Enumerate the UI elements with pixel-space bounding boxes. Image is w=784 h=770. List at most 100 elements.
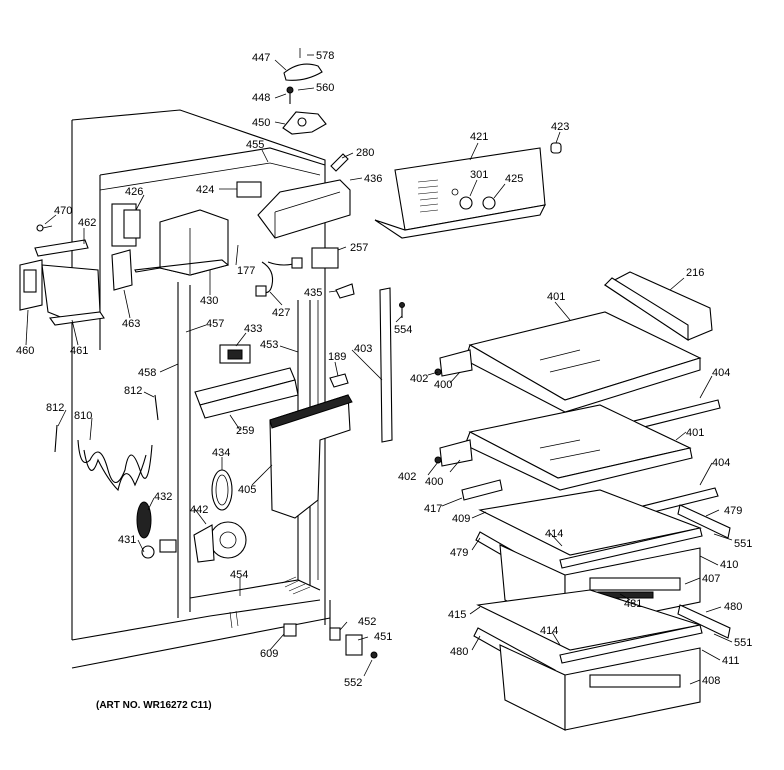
- part-609-hinge-cap: [283, 623, 297, 637]
- callout-401: 401: [686, 427, 704, 439]
- callout-442: 442: [190, 504, 208, 516]
- callout-402: 402: [410, 373, 428, 385]
- part-460-housing: [19, 259, 43, 311]
- part-426-fan-housing: [111, 203, 141, 247]
- callout-410: 410: [720, 559, 738, 571]
- callout-480: 480: [450, 646, 468, 658]
- part-435-clip: [335, 283, 355, 299]
- part-423-knob: [550, 142, 562, 154]
- callout-551: 551: [734, 637, 752, 649]
- callout-812: 812: [46, 402, 64, 414]
- part-280-bulb: [330, 153, 349, 172]
- callout-434: 434: [212, 447, 230, 459]
- callout-415: 415: [448, 609, 466, 621]
- callout-409: 409: [452, 513, 470, 525]
- callout-812: 812: [124, 385, 142, 397]
- part-403-rail: [379, 287, 393, 443]
- part-417-rail: [461, 479, 503, 501]
- callout-407: 407: [702, 573, 720, 585]
- part-432-433-clips: [136, 501, 177, 559]
- callout-408: 408: [702, 675, 720, 687]
- callout-462: 462: [78, 217, 96, 229]
- callout-578: 578: [316, 50, 334, 62]
- callout-455: 455: [246, 139, 264, 151]
- part-447-cover: [283, 48, 323, 81]
- callout-453: 453: [260, 339, 278, 351]
- callout-430: 430: [200, 295, 218, 307]
- callout-554: 554: [394, 324, 412, 336]
- part-461-housing: [41, 264, 105, 326]
- callout-216: 216: [686, 267, 704, 279]
- callout-259: 259: [236, 425, 254, 437]
- callout-257: 257: [350, 242, 368, 254]
- callout-609: 609: [260, 648, 278, 660]
- callout-177: 177: [237, 265, 255, 277]
- callout-403: 403: [354, 343, 372, 355]
- leader-lines: [25, 54, 733, 685]
- callout-432: 432: [154, 491, 172, 503]
- callout-463: 463: [122, 318, 140, 330]
- callout-402: 402: [398, 471, 416, 483]
- part-409-414-crisper-cover: [478, 489, 703, 569]
- callout-436: 436: [364, 173, 382, 185]
- callout-454: 454: [230, 569, 248, 581]
- callout-481: 481: [624, 598, 642, 610]
- callout-426: 426: [125, 186, 143, 198]
- callout-427: 427: [272, 307, 290, 319]
- part-402-400-upper-supports: [434, 349, 473, 377]
- part-408-lower-crisper: [499, 644, 701, 731]
- callout-401: 401: [547, 291, 565, 303]
- callout-400: 400: [434, 379, 452, 391]
- part-259-cover: [194, 367, 299, 419]
- callout-433: 433: [244, 323, 262, 335]
- callout-431: 431: [118, 534, 136, 546]
- part-442-fan-motor: [193, 521, 247, 563]
- part-421-control-panel: [374, 147, 546, 239]
- part-430-air-duct: [134, 209, 230, 276]
- callout-414: 414: [545, 528, 563, 540]
- callout-480: 480: [724, 601, 742, 613]
- callout-551: 551: [734, 538, 752, 550]
- art-number: (ART NO. WR16272 C11): [96, 700, 212, 711]
- callout-470: 470: [54, 205, 72, 217]
- callout-552: 552: [344, 677, 362, 689]
- part-812-tube: [54, 394, 159, 453]
- callout-458: 458: [138, 367, 156, 379]
- part-405-duct: [269, 394, 353, 519]
- callout-404: 404: [712, 457, 730, 469]
- part-401-upper-shelf: [464, 311, 702, 413]
- callout-425: 425: [505, 173, 523, 185]
- part-427-wire-harness: [255, 257, 303, 297]
- part-436-light-shield: [257, 179, 351, 239]
- callout-560: 560: [316, 82, 334, 94]
- part-452-451-hinge: [329, 627, 378, 659]
- callout-461: 461: [70, 345, 88, 357]
- callout-435: 435: [304, 287, 322, 299]
- callout-189: 189: [328, 351, 346, 363]
- part-424-socket: [236, 181, 262, 198]
- callout-280: 280: [356, 147, 374, 159]
- callout-452: 452: [358, 616, 376, 628]
- callout-460: 460: [16, 345, 34, 357]
- callout-405: 405: [238, 484, 256, 496]
- part-301-425-knobs: [459, 196, 496, 210]
- callout-417: 417: [424, 503, 442, 515]
- callout-labels-lower: 414 551 480 609 452 451 552 408 411: [260, 616, 752, 689]
- part-434-gasket: [211, 469, 233, 511]
- part-216-bin: [603, 271, 713, 342]
- part-189-block: [329, 373, 349, 388]
- callout-411: 411: [722, 655, 740, 667]
- callout-457: 457: [206, 318, 224, 330]
- callout-423: 423: [551, 121, 569, 133]
- part-463-plate: [111, 249, 133, 291]
- callout-301: 301: [470, 169, 488, 181]
- callout-414: 414: [540, 625, 558, 637]
- part-450-bracket: [282, 111, 327, 135]
- part-554-screw: [399, 302, 405, 318]
- callout-479: 479: [450, 547, 468, 559]
- part-401-lower-shelf: [464, 404, 693, 491]
- callout-810: 810: [74, 410, 92, 422]
- callout-450: 450: [252, 117, 270, 129]
- part-257-timer: [311, 247, 339, 269]
